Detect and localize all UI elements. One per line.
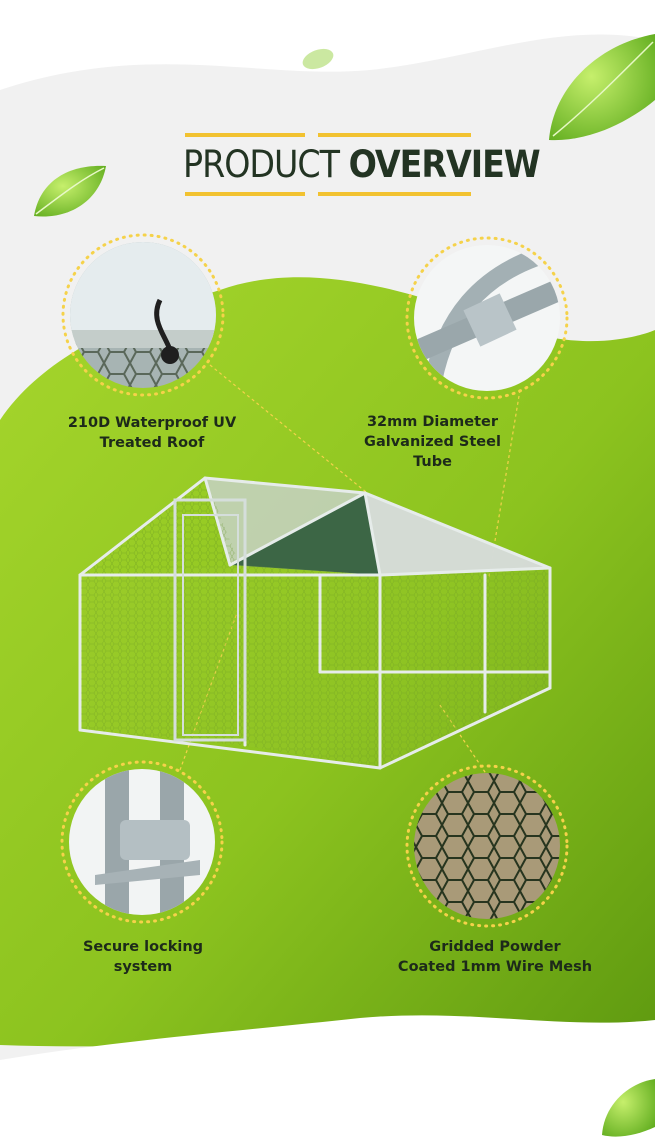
title-bar-bottom-right (318, 192, 471, 196)
title-bar-top-left (185, 133, 305, 137)
callout-tube-label: 32mm Diameter Galvanized Steel Tube (364, 414, 501, 470)
title-part2: OVERVIEW (348, 143, 541, 186)
top-wave (0, 0, 655, 90)
page-title: PRODUCT OVERVIEW (183, 143, 541, 186)
title-block: PRODUCT OVERVIEW (183, 133, 541, 201)
leaf-icon (549, 34, 655, 141)
green-blob (0, 277, 655, 1047)
title-part1: PRODUCT (183, 143, 340, 186)
bottom-wave (0, 1015, 655, 1138)
callout-lock-label: Secure locking system (82, 939, 204, 975)
title-bar-bottom-left (185, 192, 305, 196)
callout-mesh-label: Gridded Powder Coated 1mm Wire Mesh (397, 939, 593, 975)
callout-roof-label: 210D Waterproof UV Treated Roof (67, 415, 237, 451)
leaf-icon (302, 48, 334, 70)
leaf-icon (602, 1079, 655, 1137)
leaf-icon (34, 165, 106, 217)
title-bar-top-right (318, 133, 471, 137)
